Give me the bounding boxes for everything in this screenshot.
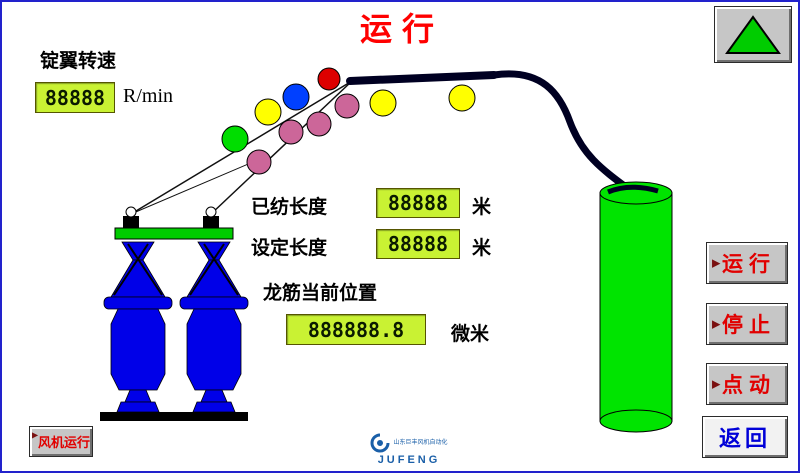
bobbin-right: [179, 241, 249, 413]
guide-pulleys: [221, 67, 476, 175]
stop-button-label: 停止: [722, 314, 776, 337]
run-button[interactable]: ▶ 运行: [706, 242, 788, 284]
collection-can: [599, 181, 673, 433]
play-triangle-icon: ▶: [712, 318, 721, 331]
stop-button[interactable]: ▶ 停止: [706, 303, 788, 345]
pulley-pink: [278, 119, 304, 145]
pulley-yellow: [369, 89, 397, 117]
pulley-yellow: [448, 84, 476, 112]
jog-button[interactable]: ▶ 点动: [706, 363, 788, 405]
jog-button-label: 点动: [722, 374, 776, 397]
fan-run-button-label: 风机运行: [37, 435, 90, 450]
scroll-up-button[interactable]: [714, 6, 792, 63]
set-length-label: 设定长度: [251, 238, 328, 259]
logo-text: JUFENG: [377, 454, 441, 466]
set-length-unit: 米: [472, 238, 492, 259]
logo-subtext: 山东巨丰风机自动化: [393, 439, 448, 446]
jufeng-logo-icon: [371, 433, 390, 453]
back-button[interactable]: 返回: [702, 416, 788, 458]
spun-length-label: 已纺长度: [251, 197, 328, 218]
creel-rail: [114, 206, 234, 240]
play-triangle-icon: ▶: [712, 378, 721, 391]
fan-run-button[interactable]: ▶ 风机运行: [29, 426, 93, 457]
pulley-yellow: [254, 98, 282, 126]
play-triangle-icon: ▶: [32, 430, 39, 440]
pulley-pink: [334, 93, 360, 119]
rail-position-value: 888888.8: [286, 314, 426, 345]
pulley-pink: [306, 111, 332, 137]
rail-position-label: 龙筋当前位置: [263, 283, 378, 304]
bobbin-left: [103, 241, 173, 413]
flyer-speed-unit: R/min: [123, 85, 174, 107]
rail-position-unit: 微米: [451, 324, 490, 345]
pulley-red: [317, 67, 341, 91]
run-button-label: 运行: [722, 253, 776, 276]
yarn-path: [346, 70, 634, 194]
spun-length-value: 88888: [376, 188, 460, 218]
back-button-label: 返回: [718, 426, 771, 451]
machine-base: [100, 412, 248, 421]
spun-length-unit: 米: [472, 197, 492, 218]
page-title: 运行: [359, 11, 444, 47]
flyer-speed-label: 锭翼转速: [40, 51, 117, 72]
set-length-value[interactable]: 88888: [376, 229, 460, 259]
pulley-blue: [282, 83, 310, 111]
up-arrow-icon: [725, 14, 781, 54]
pulley-green: [221, 125, 249, 153]
flyer-speed-value: 88888: [35, 82, 115, 113]
play-triangle-icon: ▶: [712, 257, 721, 270]
vendor-logo: 山东巨丰风机自动化 JUFENG: [354, 433, 464, 466]
pulley-pink: [246, 149, 272, 175]
